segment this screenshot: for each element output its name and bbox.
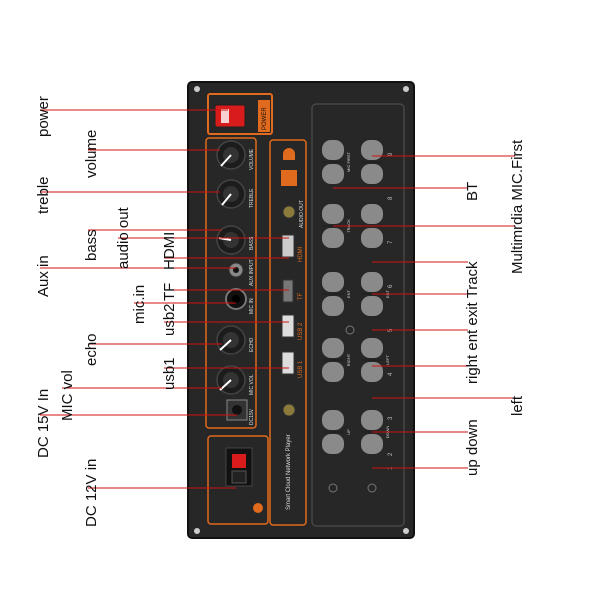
label-bt: BT	[464, 181, 481, 201]
keypad-dot	[328, 483, 338, 493]
power-switch-rocker	[221, 109, 229, 123]
keypad-number: 2	[388, 452, 394, 456]
ir-sensor	[282, 403, 296, 417]
label-hdmi: HDMI	[161, 231, 178, 270]
mic-vol-knob	[216, 365, 246, 395]
label-audio-out: audio out	[115, 207, 132, 269]
panel-text-footer: Smart Cloud Network Player	[286, 434, 292, 510]
panel-text-mic-in: MIC IN	[249, 298, 255, 314]
keypad-number: 4	[388, 372, 394, 376]
keypad-button	[361, 272, 383, 316]
android-badge	[283, 148, 295, 160]
bass-knob	[216, 225, 246, 255]
panel-text-tf: TF	[298, 292, 304, 300]
keypad-button	[361, 338, 383, 382]
panel-text-usb2: USB 2	[298, 322, 304, 340]
keypad-button-label: MIC FIRST	[346, 151, 351, 172]
label-mic-in: mic.in	[131, 284, 148, 324]
panel-text-volume: VOLUME	[249, 148, 255, 170]
tf-slot	[282, 279, 294, 303]
usb2-port	[281, 314, 295, 338]
label-dc12: DC 12V in	[83, 458, 100, 527]
label-echo: echo	[83, 333, 100, 366]
label-power: power	[35, 96, 52, 137]
panel-text-dc15: DC15V	[249, 408, 255, 425]
keypad-frame	[311, 103, 405, 527]
label-usb2: usb2	[161, 303, 178, 336]
hdmi-port	[281, 234, 295, 258]
keypad-number: 3	[388, 416, 394, 420]
mic-jack	[225, 288, 247, 310]
panel-text-audio-out: AUDIO OUT	[299, 200, 305, 228]
keypad-button-label: RIGHT	[346, 353, 351, 366]
keypad-button	[322, 338, 344, 382]
panel-text-power: POWER	[262, 107, 268, 130]
panel-text-usb1: USB 1	[298, 360, 304, 378]
keypad-button	[322, 204, 344, 248]
keypad-dot	[345, 325, 355, 335]
panel-text-bass: BASS	[249, 236, 255, 250]
keypad-button-label: UP	[346, 429, 351, 435]
keypad-button-label: LEFT	[385, 355, 390, 365]
keypad-dot	[367, 483, 377, 493]
keypad-button	[361, 410, 383, 454]
usb1-port	[281, 351, 295, 375]
keypad: MIC FIRSTTRACKENTENTRIGHTLEFTUPDOWN98765…	[322, 140, 394, 493]
keypad-button	[322, 410, 344, 454]
treble-knob	[216, 179, 246, 209]
mount-hole	[403, 86, 409, 92]
panel-text-mic-vol: MIC VOL	[249, 374, 255, 395]
keypad-button	[322, 272, 344, 316]
panel-text-treble: TREBLE	[249, 188, 255, 208]
label-mic-vol: MIC vol	[59, 370, 76, 421]
label-volume: volume	[83, 129, 100, 178]
panel-text-hdmi: HDMI	[298, 246, 304, 262]
controls-frame	[205, 137, 257, 429]
keypad-number: 7	[388, 240, 394, 244]
volume-knob	[216, 140, 246, 170]
keypad-button-label: ENT	[346, 289, 351, 298]
aux-jack	[228, 262, 244, 278]
panel-text-aux: AUX INPUT	[249, 259, 255, 286]
bt-badge	[281, 170, 297, 186]
input-frame	[207, 435, 269, 525]
power-tag	[258, 100, 270, 132]
label-updown: up down	[464, 419, 481, 476]
mount-hole	[194, 528, 200, 534]
panel-text-echo: ECHO	[249, 337, 255, 352]
keypad-number: 6	[388, 284, 394, 288]
keypad-number: 9	[388, 152, 394, 156]
dc12-terminal	[225, 447, 253, 487]
power-frame	[207, 93, 273, 135]
label-usb1: usb1	[161, 357, 178, 390]
dc15-jack	[226, 399, 248, 421]
label-left: left	[509, 395, 526, 416]
keypad-button	[361, 140, 383, 184]
label-treble: treble	[35, 176, 52, 214]
dc12-indicator	[253, 503, 263, 513]
label-track: right ent exit Track	[464, 261, 481, 384]
mount-hole	[403, 528, 409, 534]
keypad-button	[322, 140, 344, 184]
keypad-number: 8	[388, 196, 394, 200]
label-dc15: DC 15V In	[35, 388, 52, 458]
label-mic-first: Multimrdia MIC.First	[509, 139, 526, 274]
label-tf: TF	[161, 282, 178, 301]
power-switch	[214, 104, 246, 128]
label-aux-in: Aux in	[35, 255, 52, 297]
ports-frame	[269, 139, 307, 526]
echo-knob	[216, 325, 246, 355]
mount-hole	[194, 86, 200, 92]
label-bass: bass	[83, 229, 100, 261]
audio-out-jack	[282, 205, 296, 219]
